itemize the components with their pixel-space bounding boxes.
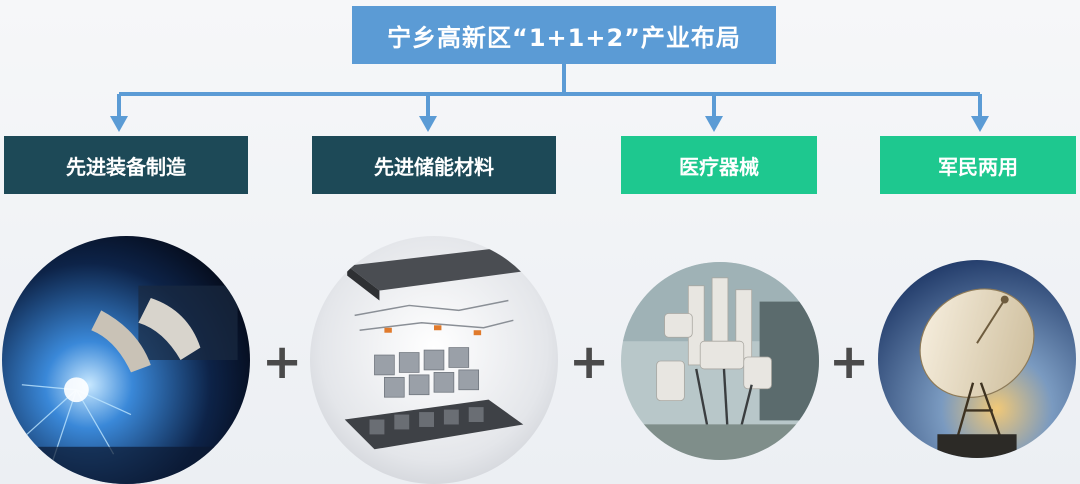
surgical-robot-photo	[621, 262, 819, 460]
radar-dish-photo	[878, 260, 1076, 458]
category-dual-use: 军民两用	[880, 136, 1076, 194]
diagram-title: 宁乡高新区“1+1+2”产业布局	[352, 6, 776, 64]
category-energy-storage: 先进储能材料	[312, 136, 556, 194]
category-advanced-equipment: 先进装备制造	[4, 136, 248, 194]
welding-robot-photo	[2, 236, 250, 484]
arrow-down-icon	[705, 116, 723, 132]
category-medical-devices: 医疗器械	[621, 136, 817, 194]
arrow-down-icon	[110, 116, 128, 132]
plus-sign-1: +	[262, 334, 303, 390]
plus-sign-3: +	[829, 334, 870, 390]
battery-pack-photo	[310, 236, 558, 484]
arrow-down-icon	[971, 116, 989, 132]
plus-sign-2: +	[569, 334, 610, 390]
arrow-down-icon	[419, 116, 437, 132]
